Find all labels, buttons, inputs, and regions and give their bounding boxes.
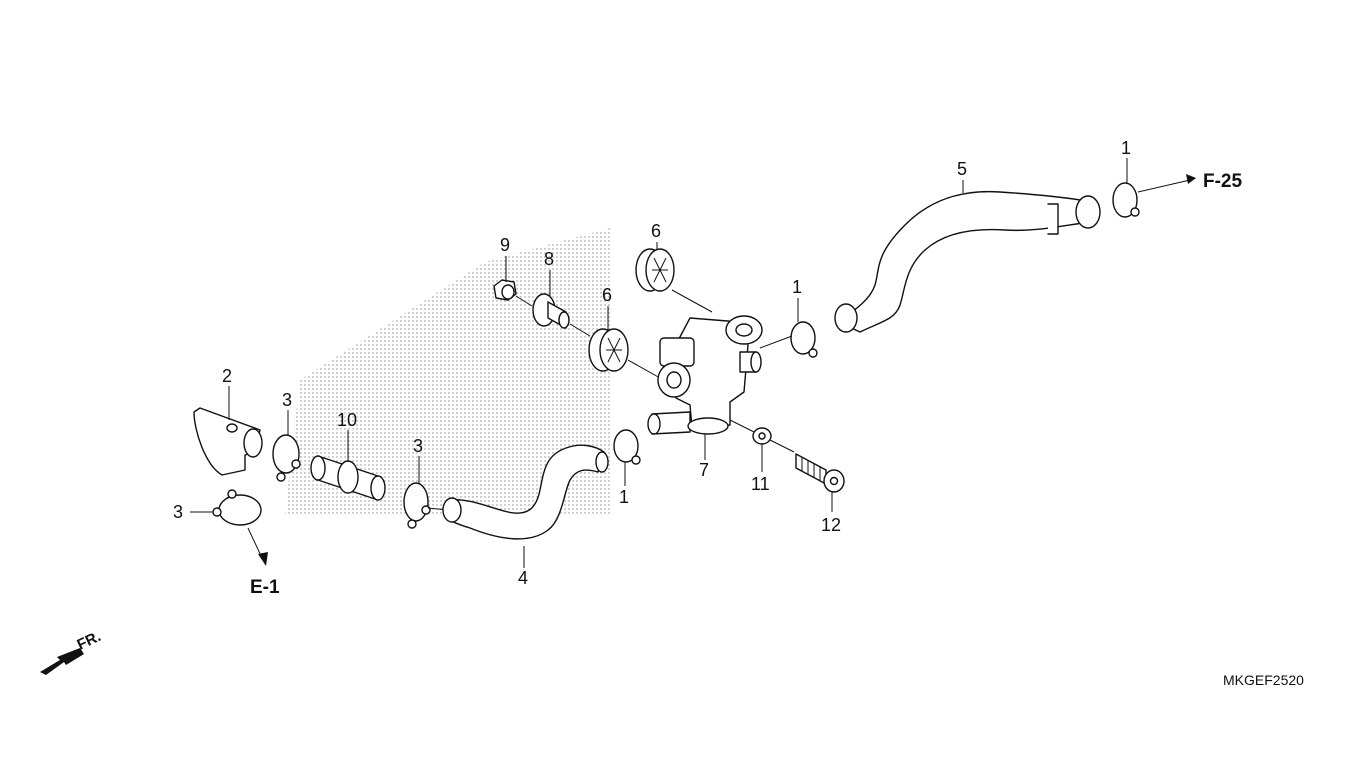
callout-3-bottom: 3 bbox=[173, 502, 183, 522]
ref-e-1[interactable]: E-1 bbox=[250, 577, 280, 598]
hose-clamp-1-top[interactable] bbox=[1112, 182, 1140, 218]
shaded-area bbox=[285, 228, 610, 515]
nut-9[interactable] bbox=[493, 279, 517, 301]
hose-clamp-3-right[interactable] bbox=[403, 482, 431, 529]
collar-8[interactable] bbox=[532, 293, 570, 329]
callout-2: 2 bbox=[222, 366, 232, 386]
callout-1-mid: 1 bbox=[792, 277, 802, 297]
hose-5[interactable] bbox=[834, 190, 1101, 333]
callout-11: 11 bbox=[751, 474, 770, 494]
hose-clamp-1-lower[interactable] bbox=[613, 429, 641, 465]
hose-clamp-3-bottom[interactable] bbox=[212, 489, 262, 526]
hose-clamp-3-left[interactable] bbox=[272, 434, 301, 482]
leader-lines bbox=[190, 158, 1128, 568]
callout-1-top: 1 bbox=[1121, 138, 1131, 158]
bolt-12[interactable] bbox=[795, 453, 845, 493]
ref-f-25[interactable]: F-25 bbox=[1203, 171, 1243, 192]
callout-12: 12 bbox=[821, 515, 841, 535]
front-label: FR. bbox=[75, 628, 104, 654]
hose-4[interactable] bbox=[442, 444, 609, 540]
callout-6-lower: 6 bbox=[602, 285, 612, 305]
callout-4: 4 bbox=[518, 568, 528, 588]
front-arrow-icon bbox=[40, 648, 84, 675]
grommet-6-lower[interactable] bbox=[588, 328, 629, 372]
callout-10: 10 bbox=[337, 410, 357, 430]
callout-7: 7 bbox=[699, 460, 709, 480]
callout-9: 9 bbox=[500, 235, 510, 255]
arrow-head bbox=[1186, 174, 1196, 184]
arrow-head bbox=[258, 552, 268, 566]
pipe-10[interactable] bbox=[310, 455, 386, 501]
joint-2[interactable] bbox=[193, 407, 263, 476]
grommet-6-upper[interactable] bbox=[635, 248, 675, 292]
hose-clamp-1-mid[interactable] bbox=[790, 321, 818, 358]
diagram-code: MKGEF2520 bbox=[1223, 672, 1304, 688]
callout-3-right: 3 bbox=[413, 436, 423, 456]
callout-6-upper: 6 bbox=[651, 221, 661, 241]
air-injection-valve-7[interactable] bbox=[647, 315, 763, 435]
callout-3-left: 3 bbox=[282, 390, 292, 410]
callout-5: 5 bbox=[957, 159, 967, 179]
washer-11[interactable] bbox=[752, 427, 772, 445]
callout-8: 8 bbox=[544, 249, 554, 269]
callout-1-lower: 1 bbox=[619, 487, 629, 507]
